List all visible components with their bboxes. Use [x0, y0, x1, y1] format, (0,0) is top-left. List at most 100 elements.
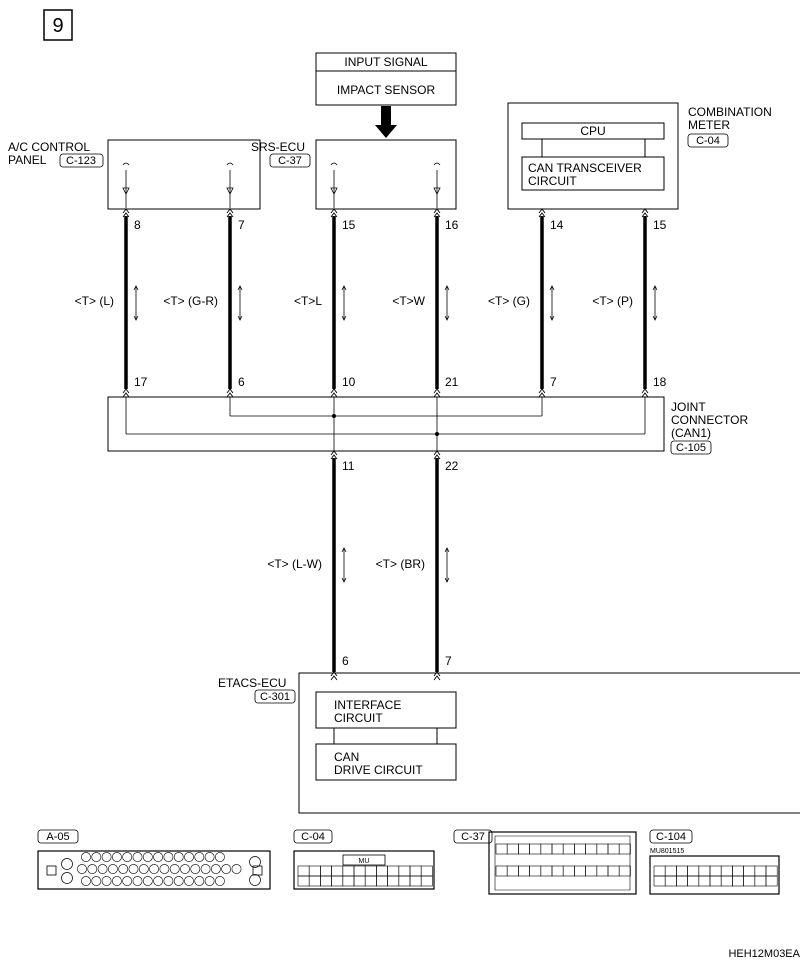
pin	[132, 876, 143, 886]
connector-c04-tag: MU	[359, 858, 370, 865]
wire-color-label: <T> (L)	[75, 294, 114, 308]
pin	[607, 843, 620, 855]
pin	[664, 875, 677, 887]
pin	[596, 865, 609, 877]
pin	[709, 865, 722, 877]
connector-a05-label: A-05	[46, 831, 69, 843]
pin	[101, 876, 112, 886]
wire-bottom-pin: 10	[342, 375, 356, 389]
wire-1: 817<T> (L)	[75, 208, 148, 398]
pin	[190, 864, 201, 874]
pin	[128, 864, 139, 874]
pin	[540, 865, 553, 877]
lower-wire-1: 116<T> (L-W)	[267, 450, 355, 681]
can-transceiver-2: CIRCUIT	[528, 174, 577, 188]
pin	[221, 864, 232, 874]
pin	[409, 865, 422, 877]
pin	[163, 852, 174, 862]
pin	[562, 865, 575, 877]
pin	[574, 843, 586, 855]
pin	[618, 865, 631, 877]
wire-top-pin: 14	[550, 218, 564, 232]
wire-top-pin: 11	[342, 459, 355, 473]
pin	[765, 865, 778, 877]
pin	[420, 865, 433, 877]
srs-ecu-name: SRS-ECU	[251, 140, 305, 154]
pin	[409, 875, 422, 887]
pin	[732, 875, 744, 887]
interface-circuit-1: INTERFACE	[334, 698, 401, 712]
pin	[61, 872, 73, 884]
pin	[204, 852, 215, 862]
cpu-label: CPU	[580, 124, 605, 138]
input-arrow-icon	[375, 106, 397, 138]
wire-top-pin: 8	[134, 218, 141, 232]
joint-connector: JOINT CONNECTOR (CAN1) C-105	[107, 396, 748, 455]
pin	[743, 875, 756, 887]
srs-ecu: SRS-ECU C-37	[251, 139, 457, 210]
pin	[353, 875, 366, 887]
pin	[214, 876, 225, 886]
wire-2: 76<T> (G-R)	[163, 208, 245, 398]
pin	[153, 852, 163, 862]
pin	[132, 852, 143, 862]
comb-meter-name-1: COMBINATION	[688, 105, 772, 119]
pin	[142, 876, 153, 886]
pin	[101, 852, 112, 862]
pin	[653, 865, 666, 877]
joint-name-1: JOINT	[671, 400, 706, 414]
pin	[159, 864, 170, 874]
top-wires: 817<T> (L)76<T> (G-R)1510<T>L1621<T>W147…	[75, 208, 667, 398]
pin	[720, 875, 733, 887]
pin	[138, 864, 149, 874]
pin	[506, 843, 519, 855]
pin	[698, 875, 711, 887]
pin	[596, 843, 609, 855]
pin	[149, 864, 159, 874]
ac-panel-connector: C-123	[66, 155, 96, 167]
pin	[607, 865, 620, 877]
pin	[122, 852, 133, 862]
pin	[495, 843, 508, 855]
pin	[518, 843, 530, 855]
page-number-box	[43, 9, 73, 41]
pin	[169, 864, 180, 874]
wire-bottom-pin: 6	[238, 375, 245, 389]
pin	[118, 864, 129, 874]
pin	[331, 865, 344, 877]
can-drive-2: DRIVE CIRCUIT	[334, 763, 423, 777]
pin	[754, 865, 767, 877]
pin	[87, 864, 98, 874]
pin	[163, 876, 174, 886]
pin	[585, 843, 598, 855]
connector-a05: A-05	[37, 829, 271, 890]
pin	[331, 875, 344, 887]
wire-color-label: <T>W	[392, 294, 425, 308]
srs-ecu-connector: C-37	[278, 155, 302, 167]
pin	[540, 843, 553, 855]
pin	[398, 865, 411, 877]
pin	[173, 876, 184, 886]
pin	[184, 852, 194, 862]
pin	[387, 875, 400, 887]
combination-meter: CPU CAN TRANSCEIVER CIRCUIT COMBINATION …	[507, 102, 772, 210]
pin	[61, 858, 73, 870]
pin	[529, 865, 542, 877]
pin	[308, 865, 321, 877]
pin	[320, 875, 332, 887]
wire-color-label: <T>L	[294, 294, 322, 308]
ac-panel-name-1: A/C CONTROL	[8, 140, 90, 154]
wire-color-label: <T> (BR)	[376, 557, 425, 571]
pin	[687, 865, 700, 877]
pin	[308, 875, 321, 887]
pin	[81, 852, 91, 862]
pin	[204, 876, 215, 886]
etacs-connector: C-301	[260, 691, 290, 703]
pin	[387, 865, 400, 877]
pin	[320, 865, 332, 877]
pin	[574, 865, 586, 877]
pin	[420, 875, 433, 887]
wire-top-pin: 7	[238, 218, 245, 232]
figure-code: HEH12M03EA	[728, 948, 800, 960]
